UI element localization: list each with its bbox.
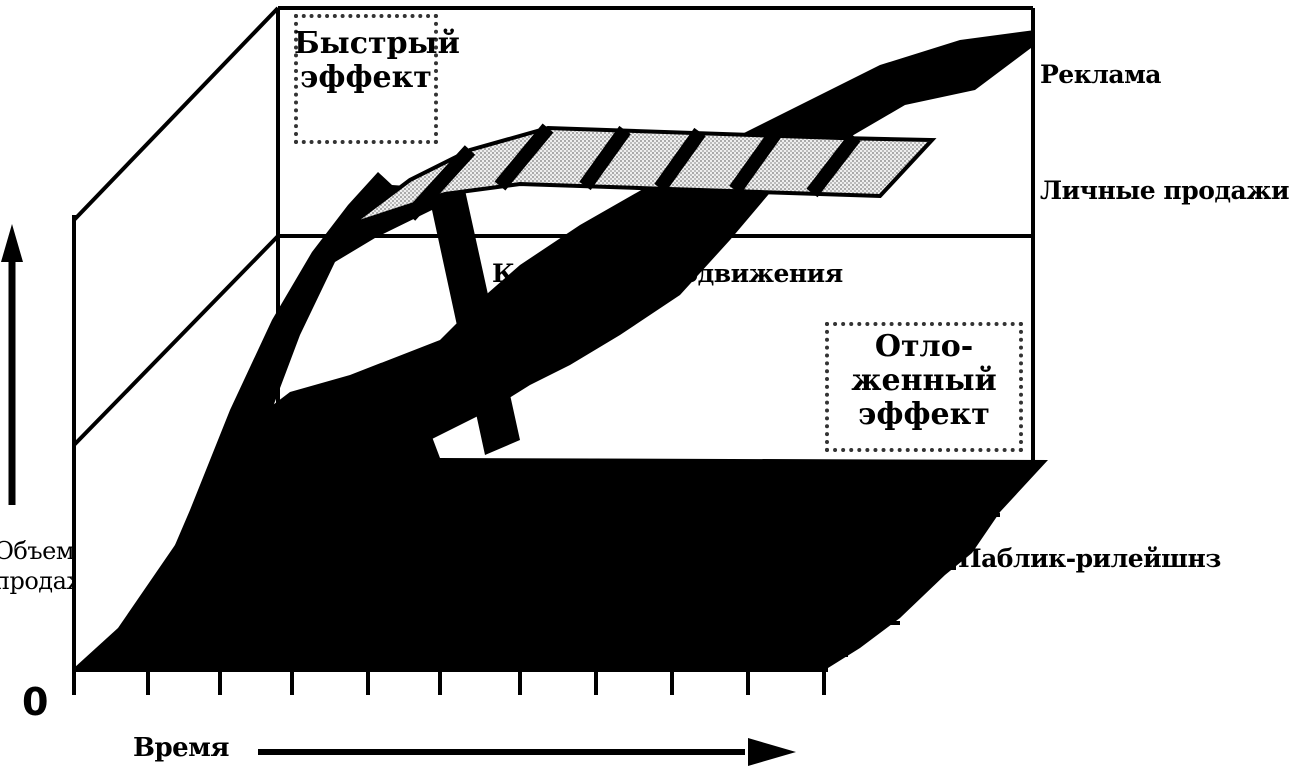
- delayed-effect-box: [825, 322, 1023, 452]
- y-axis-label-line2: продаж: [0, 567, 74, 595]
- delayed-effect-line2: женный: [851, 363, 997, 398]
- public-relations-ribbon: [74, 405, 1048, 668]
- x-axis-arrow: [258, 738, 796, 766]
- personal-sales-band: [348, 123, 937, 227]
- origin-label: 0: [22, 680, 49, 724]
- quick-effect-label: Быстрый эффект: [294, 26, 460, 95]
- quick-effect-line1: Быстрый: [294, 26, 460, 61]
- y-axis-label-line1: Объем: [0, 537, 74, 565]
- y-axis-label: Объем продаж: [0, 536, 74, 596]
- left-face-top-diagonal: [72, 6, 280, 222]
- advertising-ribbon: [200, 30, 1035, 515]
- delayed-effect-line3: эффект: [858, 397, 990, 432]
- delayed-effect-label: Отло- женный эффект: [825, 330, 1023, 432]
- quick-effect-box: [294, 14, 438, 144]
- left-face-mid-diagonal: [72, 234, 280, 447]
- x-axis-label: Время: [133, 733, 230, 763]
- personal-sales-label: Личные продажи: [1040, 176, 1290, 205]
- y-axis-arrow: [1, 224, 23, 505]
- quick-effect-line2: эффект: [300, 60, 432, 95]
- frame-lines: [72, 6, 1035, 670]
- delayed-effect-line1: Отло-: [874, 329, 974, 364]
- x-axis: [72, 513, 1000, 695]
- advertising-label: Реклама: [1040, 60, 1162, 89]
- campaign-label: Кампания продвижения: [492, 259, 843, 288]
- campaign-ribbon: [160, 172, 520, 580]
- public-relations-label: Паблик-рилейшнз: [958, 544, 1221, 573]
